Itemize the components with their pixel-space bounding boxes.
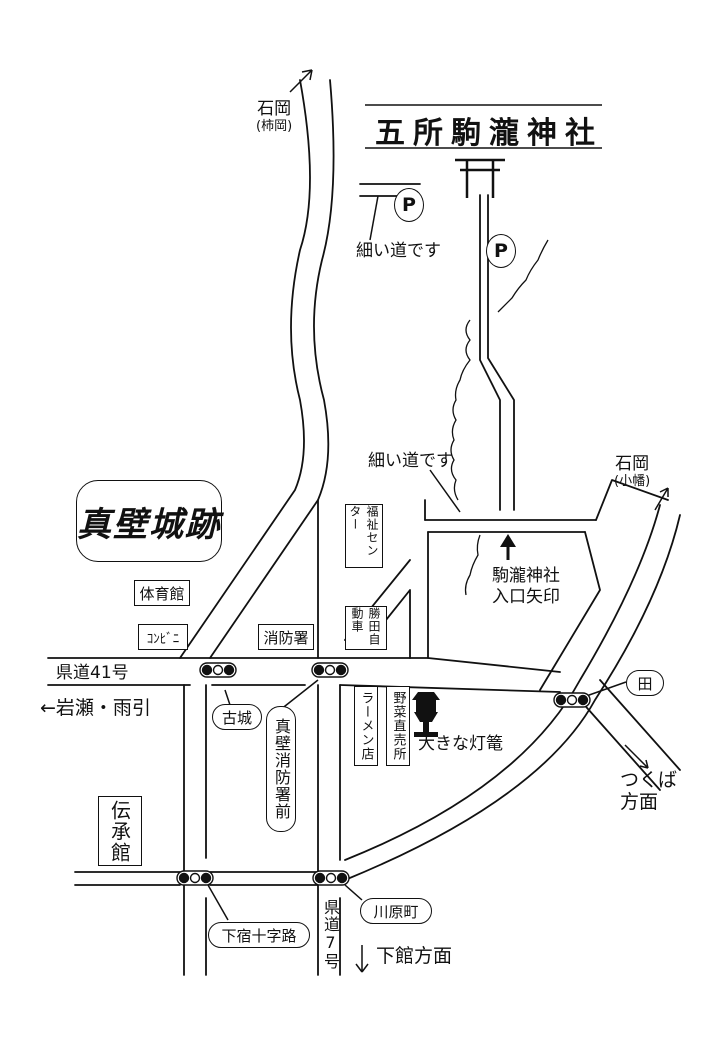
densho-kan-box: 伝承館 bbox=[98, 796, 142, 866]
pointer-furujo bbox=[224, 689, 231, 706]
direction-ishioka-obata: 石岡 (小幡) bbox=[614, 454, 651, 489]
road-41-right bbox=[409, 657, 561, 673]
welfare-center-box: 福祉センター bbox=[345, 504, 383, 568]
intersection-fire-station-mae: 真壁消防署前 bbox=[266, 706, 296, 832]
road-41-label: 県道41号 bbox=[56, 663, 129, 683]
narrow-road-upper-label: 細い道です bbox=[356, 241, 441, 261]
intersection-shimojuku: 下宿十字路 bbox=[208, 922, 310, 948]
mountain-path-left bbox=[450, 319, 471, 501]
road-tsukuba bbox=[579, 679, 681, 791]
pointer-shimojuku bbox=[207, 884, 229, 921]
gym-box: 体育館 bbox=[134, 580, 190, 606]
direction-iwase: ←岩瀬・雨引 bbox=[40, 697, 151, 719]
traffic-lights bbox=[176, 662, 591, 886]
shrine-entrance-label: 駒瀧神社入口矢印 bbox=[492, 566, 560, 608]
shrine-entrance-arrow-icon bbox=[500, 534, 516, 560]
lantern-icon bbox=[412, 692, 440, 737]
direction-ishioka-kakioka: 石岡 (柿岡) bbox=[256, 99, 293, 134]
castle-ruins-box: 真壁城跡 bbox=[76, 480, 222, 562]
road-obata-b bbox=[539, 531, 601, 691]
road-ishioka-right-b bbox=[344, 514, 681, 881]
intersection-furujo: 古城 bbox=[212, 704, 262, 730]
signal-shimojuku-icon bbox=[176, 870, 214, 886]
ishioka-kakioka-name: 石岡 bbox=[257, 99, 292, 119]
road-7-label: 県道7号 bbox=[321, 898, 340, 970]
torii-icon bbox=[455, 158, 505, 198]
big-lantern-label: 大きな灯篭 bbox=[418, 734, 503, 754]
direction-shimodate: 下館方面 bbox=[376, 945, 453, 967]
road-shrine-a bbox=[479, 194, 501, 511]
arrow-ishioka-obata bbox=[654, 487, 669, 511]
road-entrance-left bbox=[424, 499, 429, 659]
mountain-path-right bbox=[497, 239, 549, 313]
ishioka-obata-name: 石岡 bbox=[615, 454, 650, 474]
road-obata-a bbox=[595, 479, 669, 521]
mountain-path-lower bbox=[464, 534, 481, 596]
road-shrine-b bbox=[487, 194, 515, 511]
pointer-narrow-upper bbox=[369, 195, 379, 241]
signal-ta-icon bbox=[553, 692, 591, 708]
title-underline bbox=[365, 104, 602, 149]
pointer-fire-mae bbox=[279, 679, 319, 711]
intersection-kawaramachi: 川原町 bbox=[360, 898, 432, 924]
pointer-kawaramachi bbox=[344, 884, 363, 901]
intersection-ta: 田 bbox=[626, 670, 664, 696]
pointer-narrow-lower bbox=[429, 469, 461, 513]
ramen-shop-box: ラーメン店 bbox=[354, 686, 378, 766]
katsuta-auto-box: 勝田自動車 bbox=[345, 606, 387, 650]
direction-tsukuba: つくば 方面 bbox=[620, 769, 678, 814]
signal-kawaramachi-icon bbox=[312, 870, 350, 886]
tsukuba-line1: つくば bbox=[620, 769, 678, 791]
map-title: 五所駒瀧神社 bbox=[375, 116, 603, 151]
road-ishioka-right-a bbox=[344, 504, 661, 861]
parking-shrine-icon: P bbox=[486, 234, 516, 268]
tsukuba-line2: 方面 bbox=[620, 790, 659, 813]
parking-upper-icon: P bbox=[394, 188, 424, 222]
ishioka-obata-sub: (小幡) bbox=[614, 473, 651, 489]
road-diag-b bbox=[209, 79, 335, 659]
road-diag-a bbox=[179, 79, 311, 659]
arrow-shimodate bbox=[355, 945, 369, 973]
narrow-road-lower-label: 細い道です bbox=[368, 451, 453, 471]
vegetable-stand-box: 野菜直売所 bbox=[386, 686, 410, 766]
fire-station-box: 消防署 bbox=[258, 624, 314, 650]
ishioka-kakioka-sub: (柿岡) bbox=[256, 118, 293, 134]
convenience-store-box: ｺﾝﾋﾞﾆ bbox=[138, 624, 188, 650]
arrow-tsukuba bbox=[624, 744, 649, 769]
signal-furujo-icon bbox=[199, 662, 237, 678]
signal-fire-station-icon bbox=[311, 662, 349, 678]
arrow-ishioka-kakioka bbox=[289, 69, 313, 93]
